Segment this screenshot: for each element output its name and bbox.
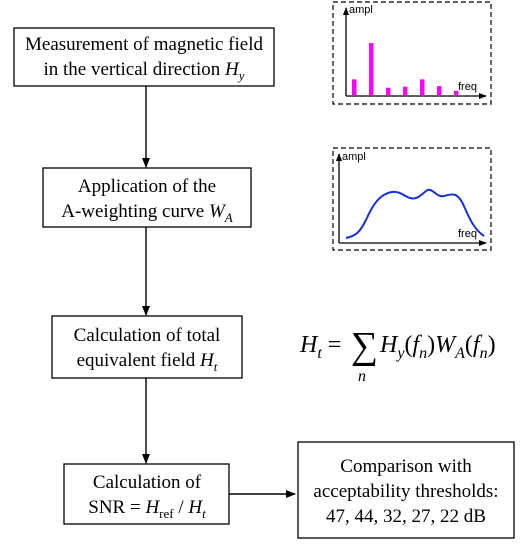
ht-subscript: t	[214, 359, 218, 374]
formula-term1-f-sub: n	[419, 345, 427, 362]
spectrum-xlabel: freq	[458, 81, 477, 93]
step-comparison-line2: acceptability thresholds:	[313, 481, 498, 502]
step-weighting: Application of the A-weighting curve WA	[42, 167, 252, 228]
division-slash: /	[174, 497, 189, 518]
weighting-panel-frame	[332, 147, 492, 251]
svg-text:Comparison with: Comparison with	[340, 456, 472, 477]
formula-term2-sub: A	[454, 345, 465, 362]
spectrum-bar	[386, 87, 391, 95]
formula-term2-f-sub: n	[480, 345, 488, 362]
step-total-field-line2: equivalent field	[77, 350, 200, 371]
svg-text:acceptability thresholds:: acceptability thresholds:	[313, 481, 498, 502]
snr-label: SNR =	[88, 497, 145, 518]
svg-text:Calculation of: Calculation of	[93, 472, 202, 493]
step-comparison-box	[297, 441, 515, 539]
formula-term1-sub: y	[395, 345, 405, 362]
formula-lhs-sub: t	[317, 345, 322, 362]
ht-denominator-subscript: t	[202, 506, 206, 521]
weighting-panel: ampl freq	[332, 147, 492, 251]
svg-text:SNR = Href / Ht: SNR = Href / Ht	[88, 497, 206, 521]
step-measurement: Measurement of magnetic field in the ver…	[13, 27, 275, 87]
step-total-field-line1: Calculation of total	[74, 325, 221, 346]
step-comparison-line1: Comparison with	[340, 456, 472, 477]
spectrum-ylabel: ampl	[349, 4, 373, 16]
step-weighting-line2: A-weighting curve	[61, 201, 209, 222]
spectrum-bar	[369, 43, 374, 95]
step-measurement-line2: in the vertical direction	[44, 59, 225, 80]
weighting-xlabel: freq	[458, 228, 477, 240]
spectrum-bar	[437, 86, 442, 95]
formula-term2-close: )	[488, 332, 496, 358]
formula-term1-close: )	[427, 332, 435, 358]
svg-text:A-weighting curve WA: A-weighting curve WA	[61, 201, 233, 225]
ht-denominator-variable: H	[187, 497, 203, 518]
svg-text:equivalent field Ht: equivalent field Ht	[77, 350, 218, 374]
step-weighting-line1: Application of the	[78, 176, 216, 197]
svg-text:Measurement of magnetic field: Measurement of magnetic field	[25, 34, 263, 55]
spectrum-panel-frame	[332, 1, 492, 105]
step-snr-box	[63, 463, 230, 525]
total-field-formula: Ht = ∑ n Hy(fn)WA(fn)	[299, 325, 496, 385]
wa-variable: W	[209, 201, 227, 222]
wa-subscript: A	[224, 210, 233, 225]
step-comparison: Comparison with acceptability thresholds…	[297, 441, 515, 539]
spectrum-bar	[403, 86, 408, 95]
threshold-values: 47, 44, 32, 27, 22 dB	[326, 506, 486, 527]
step-snr: Calculation of SNR = Href / Ht	[63, 463, 230, 525]
weighting-curve	[345, 188, 485, 239]
formula-equals: =	[322, 332, 342, 358]
step-weighting-box	[42, 167, 252, 228]
step-measurement-box	[13, 27, 275, 87]
spectrum-bar	[454, 90, 459, 95]
svg-text:in the vertical direction Hy: in the vertical direction Hy	[44, 59, 245, 83]
hy-subscript: y	[237, 68, 245, 83]
weighting-ylabel: ampl	[342, 151, 366, 163]
formula-term2-f: f	[473, 332, 483, 358]
step-total-field: Calculation of total equivalent field Ht	[51, 315, 243, 379]
href-variable: H	[144, 497, 160, 518]
formula-sum-symbol: ∑	[351, 325, 378, 367]
formula-term2-var: W	[435, 332, 457, 358]
svg-text:Calculation of total: Calculation of total	[74, 325, 221, 346]
spectrum-bar	[352, 79, 357, 95]
spectrum-panel: ampl freq	[332, 1, 492, 105]
step-measurement-line1: Measurement of magnetic field	[25, 34, 263, 55]
href-subscript: ref	[159, 506, 174, 521]
svg-text:47, 44, 32, 27, 22 dB: 47, 44, 32, 27, 22 dB	[326, 506, 486, 527]
hy-variable: H	[224, 59, 240, 80]
ht-variable: H	[199, 350, 215, 371]
formula-lhs-var: H	[299, 332, 319, 358]
svg-text:Ht =: Ht =	[299, 332, 341, 362]
formula-sum-index: n	[358, 368, 366, 385]
spectrum-bar	[420, 79, 425, 95]
step-snr-line1: Calculation of	[93, 472, 202, 493]
formula-term2-open: (	[465, 332, 473, 358]
formula-term1-f: f	[412, 332, 422, 358]
svg-text:Application of the: Application of the	[78, 176, 216, 197]
formula-term1-var: H	[379, 332, 399, 358]
svg-text:Hy(fn)WA(fn): Hy(fn)WA(fn)	[379, 332, 496, 362]
step-total-field-box	[51, 315, 243, 379]
spectrum-bars	[352, 43, 459, 95]
formula-term1-open: (	[404, 332, 412, 358]
